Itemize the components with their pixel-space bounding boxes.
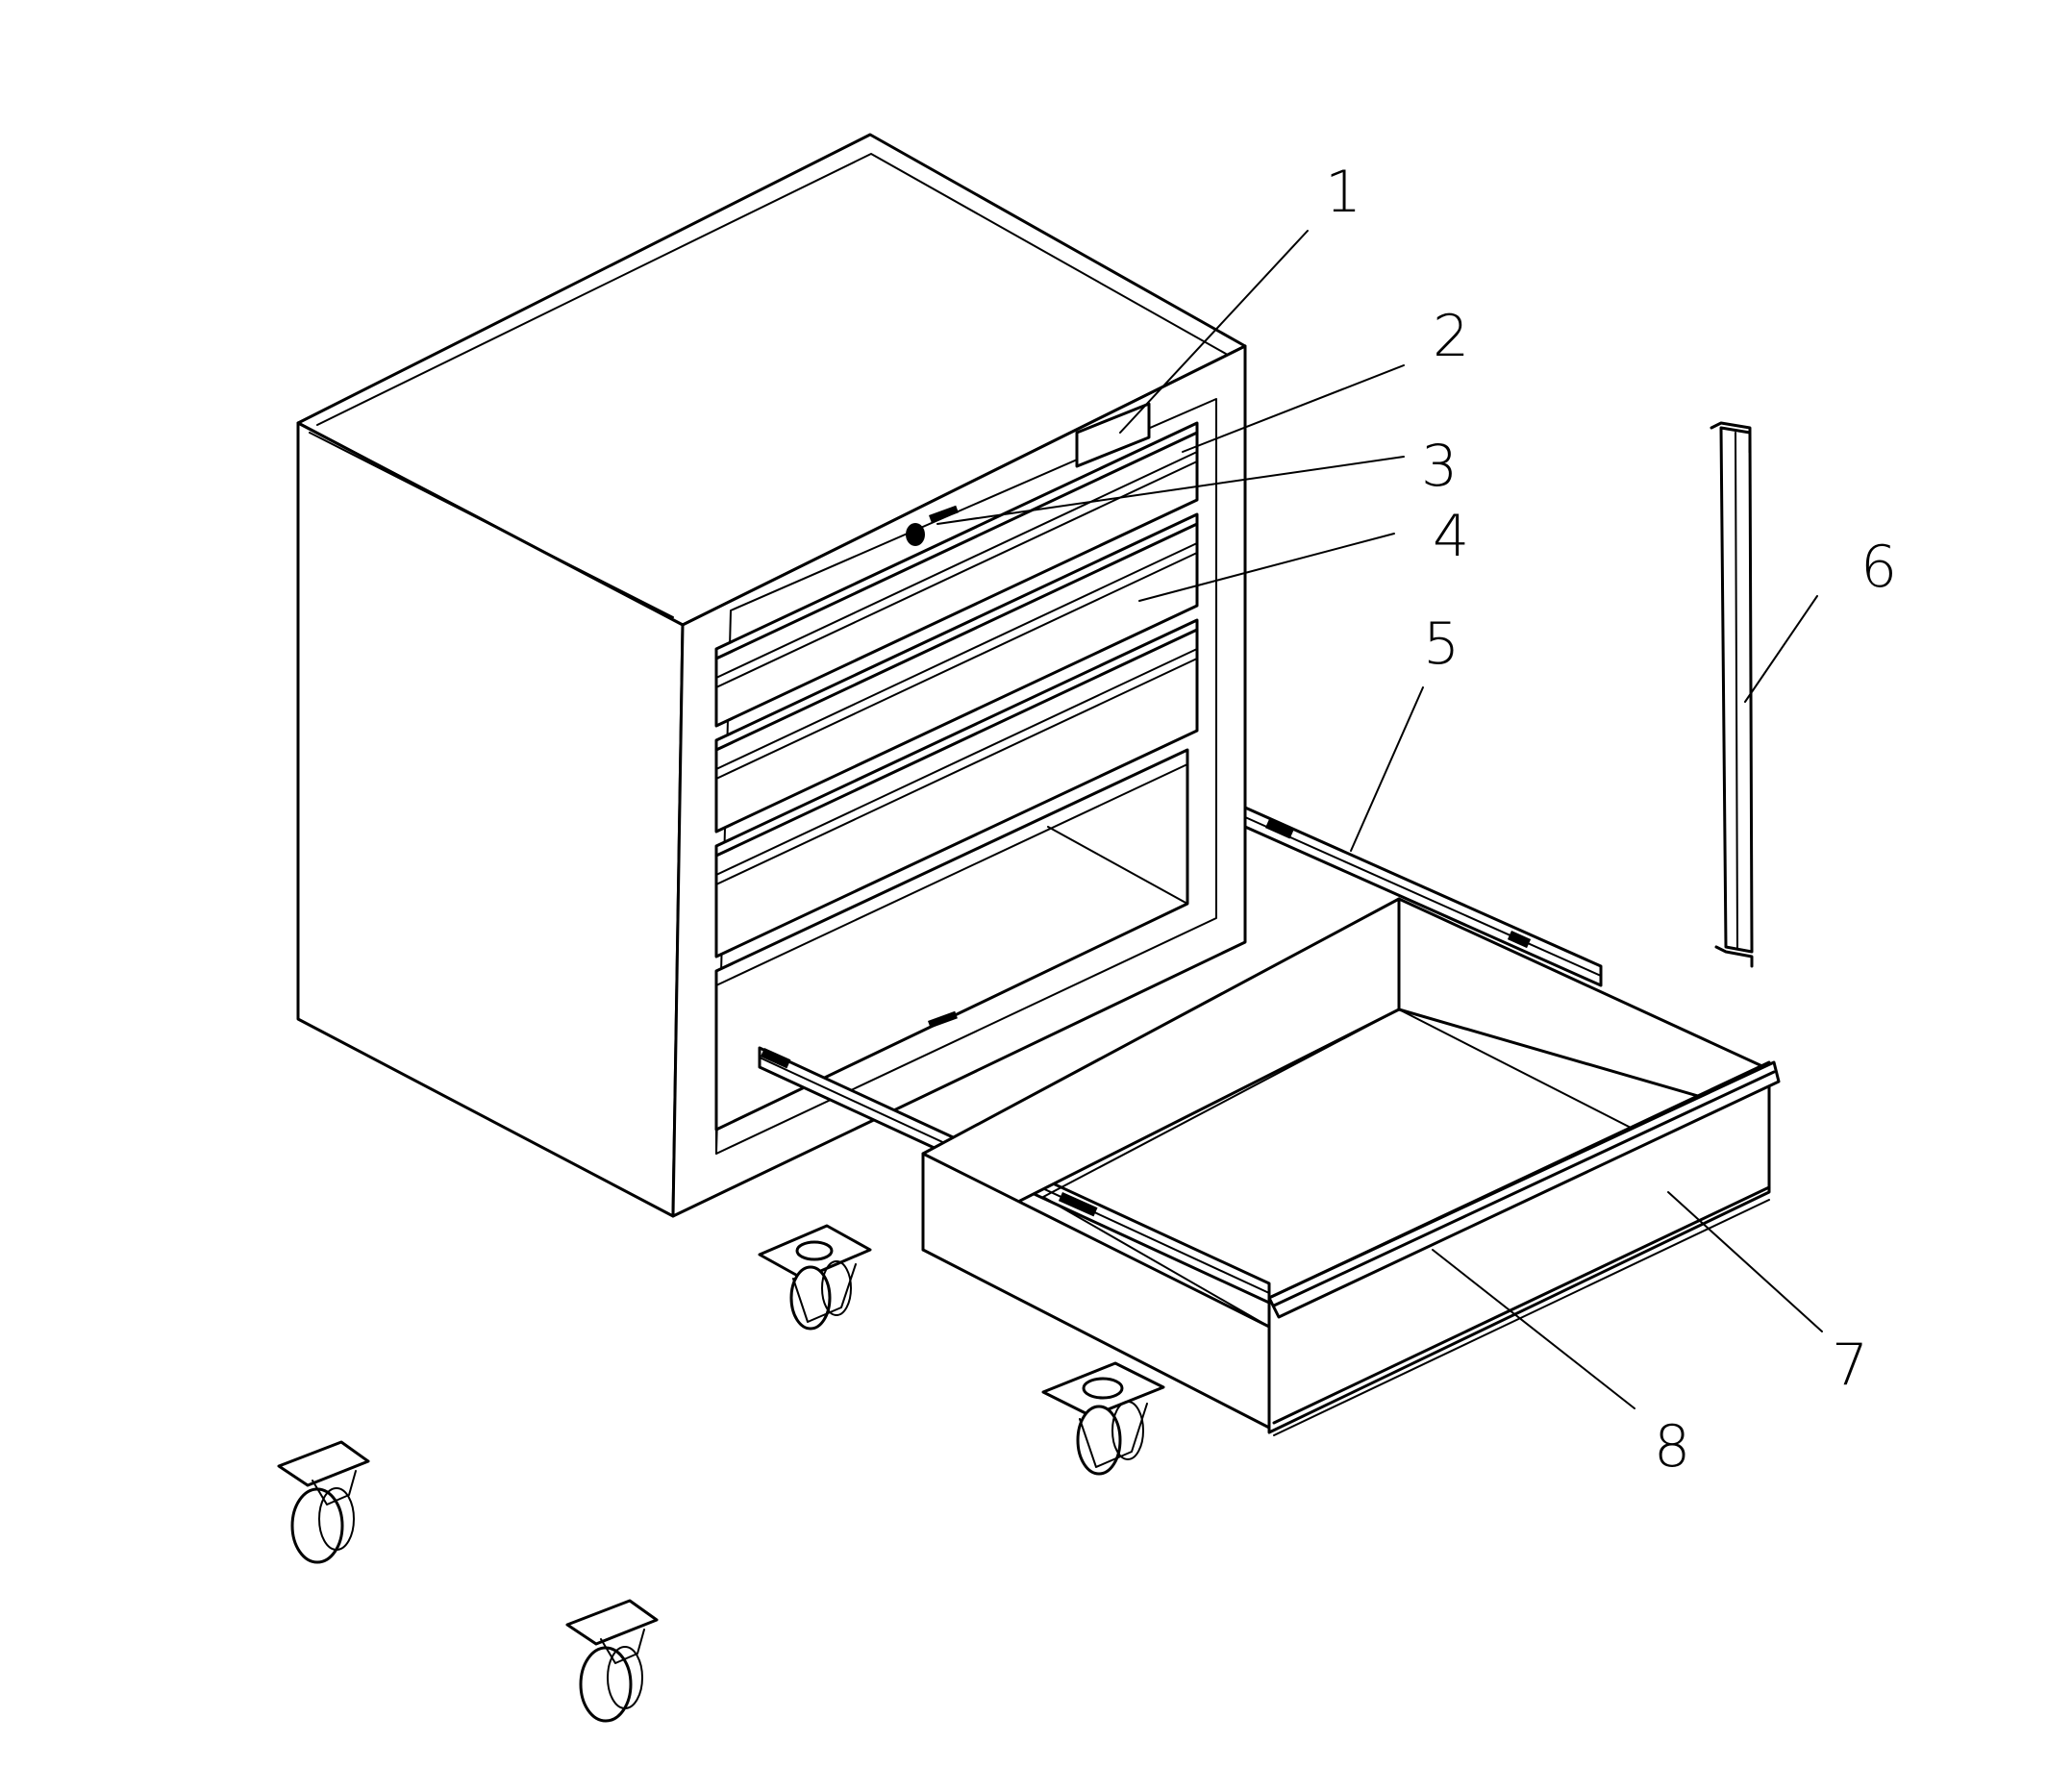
caster-swivel-1 (758, 1224, 872, 1331)
drawer-third (714, 618, 1199, 958)
drawer-second (714, 512, 1199, 834)
callout-3: 3 (1421, 433, 1458, 500)
lock (906, 505, 959, 546)
caster-swivel-2 (1041, 1361, 1165, 1476)
drawer-slide-right (1243, 806, 1603, 987)
callout-4: 4 (1433, 503, 1469, 570)
callout-1: 1 (1325, 159, 1361, 226)
callout-2: 2 (1433, 303, 1469, 370)
pulled-out-drawer (921, 897, 1781, 1436)
leader-lines (936, 230, 1823, 1409)
callout-5: 5 (1423, 610, 1460, 678)
callout-8: 8 (1654, 1413, 1690, 1481)
bottom-latch (928, 1010, 958, 1029)
callout-labels: 1 2 3 4 5 6 7 8 (1325, 159, 1897, 1481)
drawer-fourth-opening (714, 748, 1189, 1132)
caster-rigid-2 (565, 1599, 659, 1723)
label-plate (1075, 402, 1151, 468)
drawer-top (714, 421, 1199, 728)
support-bracket (1710, 421, 1754, 968)
callout-6: 6 (1860, 534, 1897, 601)
callout-7: 7 (1832, 1331, 1868, 1399)
caster-rigid-1 (277, 1440, 370, 1564)
